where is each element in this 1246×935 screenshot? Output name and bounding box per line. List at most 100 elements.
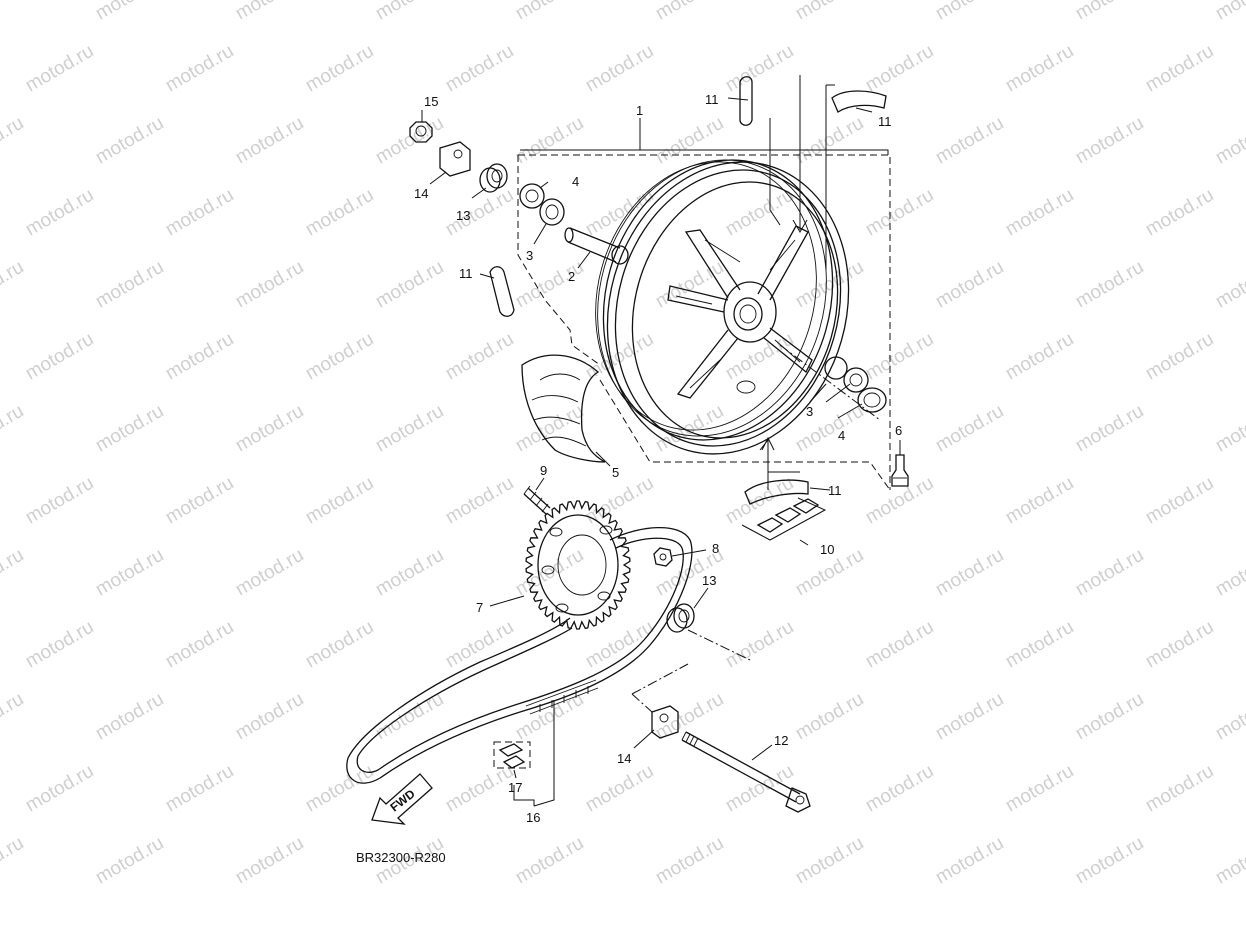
callout-4-right: 4 — [838, 428, 845, 443]
callout-10: 10 — [820, 542, 834, 557]
chain-joint — [493, 741, 531, 769]
watermark-text: motod.ru — [1072, 113, 1147, 169]
watermark-text: motod.ru — [0, 689, 27, 745]
watermark-text: motod.ru — [0, 0, 27, 24]
watermark-text: motod.ru — [652, 0, 727, 24]
watermark-text: motod.ru — [0, 401, 27, 457]
watermark-text: motod.ru — [22, 473, 97, 529]
watermark-text: motod.ru — [302, 761, 377, 817]
watermark-text: motod.ru — [1212, 689, 1246, 745]
callout-17: 17 — [508, 780, 522, 795]
watermark-text: motod.ru — [932, 113, 1007, 169]
watermark-text: motod.ru — [1142, 617, 1217, 673]
watermark-text: motod.ru — [792, 689, 867, 745]
watermark-text: motod.ru — [652, 401, 727, 457]
watermark-text: motod.ru — [1212, 113, 1246, 169]
callout-1: 1 — [636, 103, 643, 118]
watermark-text: motod.ru — [1212, 545, 1246, 601]
watermark-text: motod.ru — [0, 257, 27, 313]
watermark-text: motod.ru — [862, 185, 937, 241]
watermark-text: motod.ru — [372, 113, 447, 169]
callout-16: 16 — [526, 810, 540, 825]
watermark-text: motod.ru — [1002, 329, 1077, 385]
callout-9: 9 — [540, 463, 547, 478]
watermark-text: motod.ru — [372, 257, 447, 313]
callout-5: 5 — [612, 465, 619, 480]
watermark-text: motod.ru — [862, 473, 937, 529]
watermark-text: motod.ru — [512, 257, 587, 313]
callout-3-right: 3 — [806, 404, 813, 419]
watermark-text: motod.ru — [1142, 329, 1217, 385]
wheel-axle — [681, 731, 811, 813]
balance-weights — [489, 76, 887, 541]
watermark-text: motod.ru — [232, 113, 307, 169]
watermark-text: motod.ru — [1072, 545, 1147, 601]
direction-arrow: FWD — [371, 773, 433, 825]
watermark-text: motod.ru — [442, 329, 517, 385]
watermark-text: motod.ru — [1212, 401, 1246, 457]
watermark-text: motod.ru — [162, 761, 237, 817]
watermark-text: motod.ru — [652, 833, 727, 889]
watermark-text: motod.ru — [232, 0, 307, 24]
callout-labels: 1 2 3 3 4 4 5 6 7 8 9 10 11 11 11 11 12 … — [414, 92, 902, 825]
watermark-text: motod.ru — [162, 41, 237, 97]
axle-collar-bottom — [666, 603, 751, 661]
watermark-text: motod.ru — [92, 0, 167, 24]
watermark-text: motod.ru — [722, 761, 797, 817]
watermark-text: motod.ru — [162, 329, 237, 385]
callout-14-bottom: 14 — [617, 751, 631, 766]
watermark-text: motod.ru — [1142, 761, 1217, 817]
watermark-text: motod.ru — [22, 41, 97, 97]
wheel-rim — [517, 75, 891, 491]
watermark-text: motod.ru — [302, 473, 377, 529]
watermark-text: motod.ru — [92, 401, 167, 457]
watermark-text: motod.ru — [582, 761, 657, 817]
watermark-text: motod.ru — [1072, 689, 1147, 745]
watermark-text: motod.ru — [862, 329, 937, 385]
watermark-text: motod.ru — [0, 113, 27, 169]
watermark-text: motod.ru — [1212, 833, 1246, 889]
watermark-text: motod.ru — [932, 833, 1007, 889]
watermark-text: motod.ru — [652, 257, 727, 313]
watermark-text: motod.ru — [1002, 617, 1077, 673]
watermark-text: motod.ru — [862, 617, 937, 673]
watermark-text: motod.ru — [92, 689, 167, 745]
callout-14-top: 14 — [414, 186, 428, 201]
watermark-text: motod.ru — [722, 41, 797, 97]
watermark-text: motod.ru — [372, 401, 447, 457]
watermark-text: motod.ru — [0, 833, 27, 889]
fwd-label: FWD — [387, 786, 417, 814]
valve — [891, 454, 909, 487]
watermark-text: motod.ru — [302, 41, 377, 97]
watermark-text: motod.ru — [442, 41, 517, 97]
watermark-text: motod.ru — [1212, 0, 1246, 24]
watermark-text: motod.ru — [1002, 761, 1077, 817]
watermark-text: motod.ru — [582, 473, 657, 529]
callout-15: 15 — [424, 94, 438, 109]
watermark-text: motod.ru — [302, 185, 377, 241]
watermark-text: motod.ru — [162, 617, 237, 673]
watermark-text: motod.ru — [512, 113, 587, 169]
watermark-text: motod.ru — [932, 257, 1007, 313]
watermark-text: motod.ru — [932, 401, 1007, 457]
watermark-text: motod.ru — [372, 545, 447, 601]
watermark-text: motod.ru — [1002, 473, 1077, 529]
callout-2: 2 — [568, 269, 575, 284]
callout-11-bottom: 11 — [828, 483, 842, 498]
watermark-text: motod.ru — [652, 689, 727, 745]
watermark-text: motod.ru — [582, 41, 657, 97]
callout-7: 7 — [476, 600, 483, 615]
tire — [521, 354, 606, 463]
callout-13-top: 13 — [702, 573, 716, 588]
callout-13-bottom: 13 — [456, 208, 470, 223]
watermark-text: motod.ru — [1142, 473, 1217, 529]
watermark-text: motod.ru — [22, 617, 97, 673]
stud-bolt — [523, 485, 551, 515]
watermark-text: motod.ru — [792, 257, 867, 313]
bearing-seal-right — [779, 344, 887, 421]
watermark-text: motod.ru — [932, 0, 1007, 24]
watermark-text: motod.ru — [372, 0, 447, 24]
callout-6: 6 — [895, 423, 902, 438]
watermark-text: motod.ru — [1212, 257, 1246, 313]
